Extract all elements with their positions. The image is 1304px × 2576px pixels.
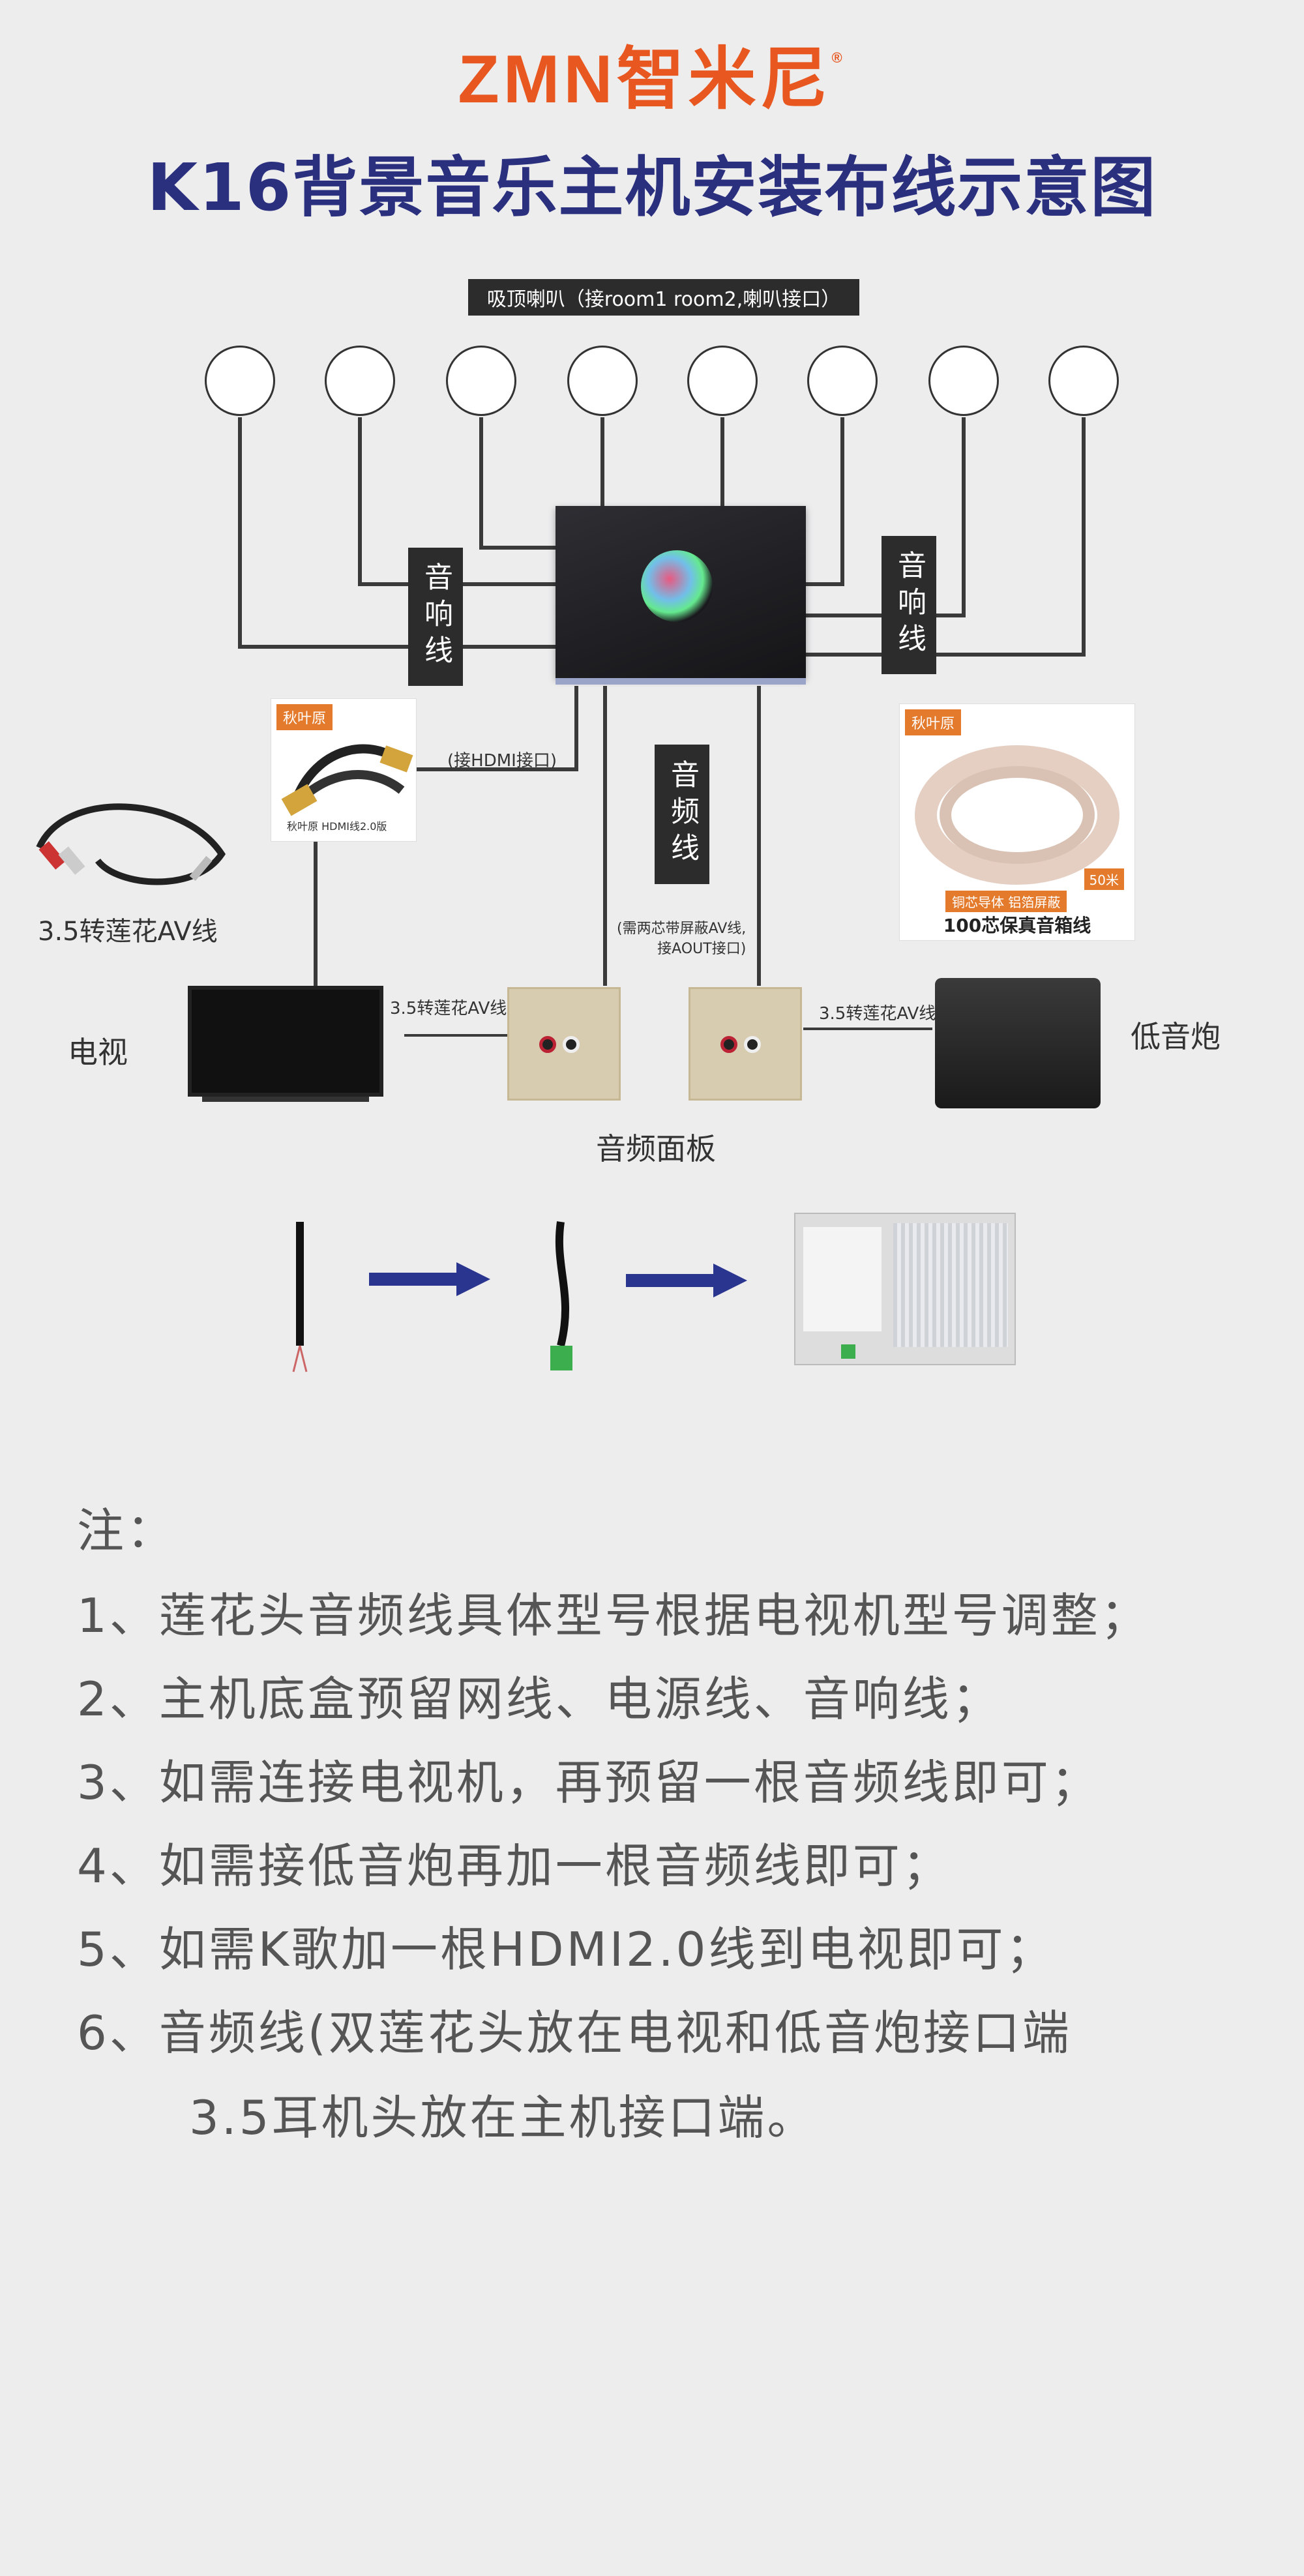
note-item-5: 5、如需K歌加一根HDMI2.0线到电视即可；: [77, 1922, 1056, 1977]
audio-panel-label: 音频面板: [596, 1131, 716, 1166]
note-item-3: 3、如需连接电视机，再预留一根音频线即可；: [77, 1755, 1101, 1810]
ceiling-speakers-caption: 吸顶喇叭（接room1 room2,喇叭接口）: [468, 279, 859, 316]
speaker-wire-label-right: 音响线: [882, 536, 936, 674]
arrow-2: [626, 1264, 747, 1297]
page-title: K16背景音乐主机安装布线示意图: [147, 149, 1157, 226]
host-module-photo: [794, 1213, 1016, 1365]
wire-speaker-7: [806, 417, 966, 617]
host-voice-orb-icon: [641, 550, 713, 622]
wire-with-terminal-icon: [550, 1221, 572, 1370]
k16-host-unit: [556, 506, 806, 678]
host-module-terminal: [841, 1344, 855, 1359]
wire-speaker-2: [358, 417, 556, 586]
speaker-cable-image: 秋叶原 50米 铜芯导体 铝箔屏蔽 100芯保真音箱线: [900, 704, 1134, 940]
ceiling-speaker-5: [687, 346, 758, 416]
audio-panel-right: [689, 987, 802, 1101]
tv-av-note: 3.5转莲花AV线: [390, 999, 507, 1018]
hdmi-product-caption: 秋叶原 HDMI线2.0版: [287, 820, 387, 833]
ceiling-speaker-6: [807, 346, 878, 416]
tv-stand: [202, 1097, 369, 1102]
hdmi-note: (接HDMI接口): [447, 751, 557, 771]
ceiling-speaker-8: [1048, 346, 1119, 416]
arrow-1: [369, 1262, 490, 1296]
host-module-board: [803, 1227, 882, 1331]
brand-logo: ZMN智米尼®: [0, 46, 1304, 113]
av-cable-icon: [36, 803, 226, 885]
note-item-1: 1、莲花头音频线具体型号根据电视机型号调整；: [77, 1588, 1150, 1643]
audio-panel-left: [507, 987, 621, 1101]
bare-wire-icon: [292, 1222, 308, 1372]
brand-name: ZMN智米尼: [458, 42, 832, 117]
notes-heading: 注：: [77, 1503, 177, 1558]
panel-jack-white: [563, 1036, 580, 1053]
ceiling-speaker-3: [446, 346, 516, 416]
wire-speaker-1: [238, 417, 556, 649]
wire-speaker-3: [479, 417, 556, 550]
av-cable-requirement-note: (需两芯带屏蔽AV线, 接AOUT接口): [617, 921, 747, 957]
note-item-4: 4、如需接低音炮再加一根音频线即可；: [77, 1839, 952, 1893]
ceiling-speaker-1: [205, 346, 275, 416]
note-item-6: 6、音频线(双莲花头放在电视和低音炮接口端: [77, 2006, 1072, 2060]
subwoofer-label: 低音炮: [1131, 1019, 1221, 1054]
speaker-wire-label-left: 音响线: [408, 548, 463, 686]
registered-mark: ®: [831, 50, 846, 66]
hdmi-cable-image: 秋叶原 秋叶原 HDMI线2.0版: [271, 699, 416, 841]
ceiling-speaker-7: [928, 346, 999, 416]
ceiling-speaker-2: [325, 346, 395, 416]
speaker-cable-caption: 100芯保真音箱线: [943, 915, 1091, 936]
wire-speaker-8: [806, 417, 1086, 657]
av-cable-caption: 3.5转莲花AV线: [38, 917, 218, 947]
hdmi-brand-tag: 秋叶原: [276, 704, 333, 730]
speaker-cable-feature: 铜芯导体 铝箔屏蔽: [945, 891, 1067, 912]
speaker-cable-brand-tag: 秋叶原: [905, 709, 962, 735]
wire-speaker-6: [806, 417, 844, 586]
wire-hdmi-to-cable: [394, 686, 578, 771]
note-item-2: 2、主机底盒预留网线、电源线、音响线；: [77, 1672, 1001, 1726]
tv-icon: [188, 986, 383, 1097]
ceiling-speaker-4: [567, 346, 638, 416]
speaker-cable-length: 50米: [1084, 868, 1124, 890]
tv-label: 电视: [68, 1035, 128, 1070]
audio-line-label: 音频线: [655, 745, 709, 884]
panel-jack-red: [720, 1036, 737, 1053]
sub-av-note: 3.5转莲花AV线: [819, 1004, 936, 1024]
hdmi-cable-icon: [281, 744, 413, 816]
panel-jack-white: [744, 1036, 761, 1053]
process-arrows: [369, 1262, 747, 1297]
host-module-heatsink: [893, 1223, 1008, 1347]
panel-jack-red: [539, 1036, 556, 1053]
note-item-6-continued: 3.5耳机头放在主机接口端。: [189, 2090, 817, 2145]
speaker-cable-coil-icon: [915, 745, 1119, 885]
subwoofer-icon: [935, 978, 1101, 1108]
